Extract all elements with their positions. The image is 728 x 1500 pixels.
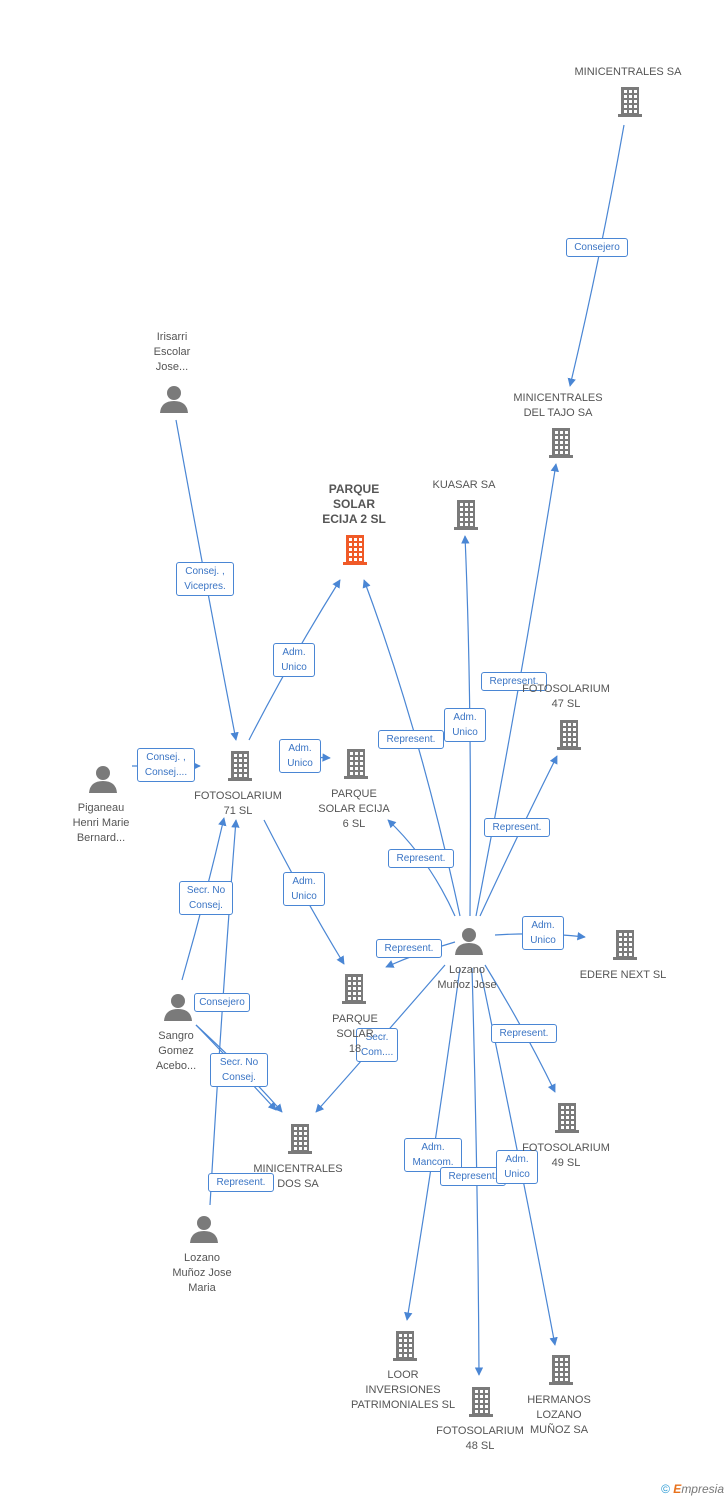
building-icon[interactable] — [469, 1387, 493, 1417]
edge-label[interactable]: Represent. — [376, 939, 442, 958]
node-label-kuasar[interactable]: KUASAR SA — [432, 479, 496, 491]
edge-label[interactable]: Consejero — [194, 993, 250, 1012]
edge-label[interactable]: Adm. Unico — [522, 916, 564, 950]
edge-label[interactable]: Represent. — [378, 730, 444, 749]
edge-label[interactable]: Adm. Mancom. — [404, 1138, 462, 1172]
node-label-loor[interactable]: LOOR INVERSIONES PATRIMONIALES SL — [350, 1369, 456, 1411]
building-icon[interactable] — [555, 1103, 579, 1133]
empresia-logo: © Empresia — [661, 1482, 724, 1496]
node-label-fotosolarium71[interactable]: FOTOSOLARIUM 71 SL — [194, 790, 282, 817]
building-icon[interactable] — [613, 930, 637, 960]
edge-label[interactable]: Consej. , Consej.... — [137, 748, 195, 782]
person-icon[interactable] — [164, 994, 192, 1021]
edge-label[interactable]: Secr. No Consej. — [179, 881, 233, 915]
edge-label[interactable]: Represent. — [491, 1024, 557, 1043]
node-label-fotosolarium47[interactable]: FOTOSOLARIUM 47 SL — [522, 683, 610, 710]
edge-label[interactable]: Adm. Unico — [496, 1150, 538, 1184]
person-icon[interactable] — [455, 928, 483, 955]
edge-label[interactable]: Represent. — [481, 672, 547, 691]
building-icon[interactable] — [549, 428, 573, 458]
edge-label[interactable]: Represent. — [388, 849, 454, 868]
building-icon[interactable] — [344, 749, 368, 779]
edge-lozano_maria-to-fotosolarium71 — [209, 819, 240, 1206]
person-icon[interactable] — [160, 386, 188, 413]
node-label-minicentrales-tajo[interactable]: MINICENTRALES DEL TAJO SA — [513, 392, 603, 419]
copyright-symbol: © — [661, 1482, 670, 1496]
edge-label[interactable]: Secr. No Consej. — [210, 1053, 268, 1087]
node-label-edere[interactable]: EDERE NEXT SL — [579, 969, 667, 981]
building-icon[interactable] — [549, 1355, 573, 1385]
brand-text: mpresia — [681, 1482, 724, 1496]
node-label-fotosolarium49[interactable]: FOTOSOLARIUM 49 SL — [522, 1142, 610, 1169]
brand-initial: E — [673, 1482, 682, 1496]
building-icon[interactable] — [343, 535, 367, 565]
node-label-parque-ecija2[interactable]: PARQUE SOLAR ECIJA 2 SL — [322, 482, 386, 526]
edge-label[interactable]: Represent. — [484, 818, 550, 837]
building-icon[interactable] — [618, 87, 642, 117]
node-label-irisarri[interactable]: Irisarri Escolar Jose... — [153, 331, 191, 373]
node-label-minicentrales-dos[interactable]: MINICENTRALES DOS SA — [253, 1163, 343, 1190]
edge-label[interactable]: Adm. Unico — [273, 643, 315, 677]
edge-minicentrales_sa-to-minicentrales_tajo — [567, 124, 625, 387]
node-label-lozano-maria[interactable]: Lozano Muñoz Jose Maria — [172, 1252, 232, 1294]
node-label-piganeau[interactable]: Piganeau Henri Marie Bernard... — [72, 802, 130, 844]
building-icon[interactable] — [557, 720, 581, 750]
edge-label[interactable]: Adm. Unico — [279, 739, 321, 773]
person-icon[interactable] — [89, 766, 117, 793]
building-icon[interactable] — [228, 751, 252, 781]
edge-label[interactable]: Secr. Com.... — [356, 1028, 398, 1062]
building-icon[interactable] — [393, 1331, 417, 1361]
node-label-fotosolarium48[interactable]: FOTOSOLARIUM 48 SL — [436, 1425, 524, 1452]
node-label-lozano-jose[interactable]: Lozano Muñoz Jose — [437, 964, 497, 991]
node-label-hermanos[interactable]: HERMANOS LOZANO MUÑOZ SA — [527, 1394, 591, 1436]
node-label-minicentrales-sa[interactable]: MINICENTRALES SA — [574, 66, 682, 78]
edge-label[interactable]: Consejero — [566, 238, 628, 257]
edge-label[interactable]: Represent. — [208, 1173, 274, 1192]
building-icon[interactable] — [342, 974, 366, 1004]
node-label-parque18[interactable]: PARQUE SOLAR 18 — [332, 1013, 378, 1055]
node-label-sangro[interactable]: Sangro Gomez Acebo... — [155, 1030, 197, 1072]
edge-label[interactable]: Adm. Unico — [444, 708, 486, 742]
building-icon[interactable] — [288, 1124, 312, 1154]
edge-label[interactable]: Adm. Unico — [283, 872, 325, 906]
node-label-parque-ecija6[interactable]: PARQUE SOLAR ECIJA 6 SL — [318, 788, 390, 830]
person-icon[interactable] — [190, 1216, 218, 1243]
edge-lozano_jose-to-parque_ecija6 — [387, 819, 456, 917]
building-icon[interactable] — [454, 500, 478, 530]
edge-label[interactable]: Consej. , Vicepres. — [176, 562, 234, 596]
